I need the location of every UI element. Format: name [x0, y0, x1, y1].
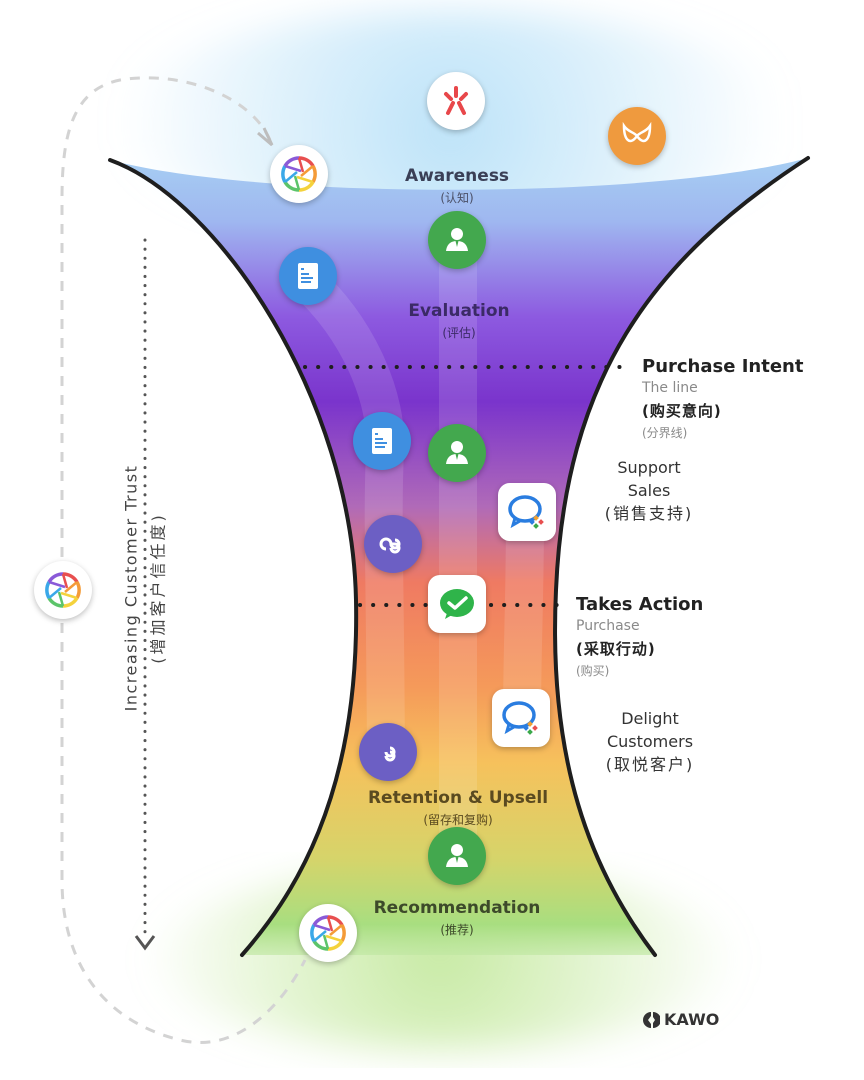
support-sales-line2: Sales	[627, 481, 671, 500]
trust-axis-zh: (增加客户信任度)	[148, 512, 168, 664]
purchase-intent-sub: The line	[642, 380, 698, 396]
kawo-logo-text: KAWO	[664, 1010, 720, 1029]
funnel-left-edge	[108, 158, 359, 957]
mini-program-icon	[364, 515, 422, 573]
weibo-icon	[427, 72, 485, 130]
document-icon	[353, 412, 411, 470]
aperture-icon	[299, 904, 357, 962]
stage-recommendation-zh: (推荐)	[440, 923, 474, 937]
stage-retention-zh: (留存和复购)	[423, 813, 493, 827]
document-icon	[279, 247, 337, 305]
stage-awareness-zh: (认知)	[440, 191, 474, 205]
stage-retention-title: Retention & Upsell	[367, 788, 549, 808]
user-icon	[428, 211, 486, 269]
user-icon	[428, 827, 486, 885]
user-icon	[428, 424, 486, 482]
stage-recommendation-title: Recommendation	[373, 898, 541, 918]
takes-action-title: Takes Action	[576, 594, 704, 615]
takes-action-zh: (采取行动)	[576, 640, 656, 658]
support-sales-label: Support Sales (销售支持)	[605, 456, 694, 525]
mini-program-icon	[359, 723, 417, 781]
support-sales-line1: Support	[617, 458, 681, 477]
stage-evaluation-title: Evaluation	[408, 301, 510, 321]
delight-customers-label: Delight Customers (取悦客户)	[606, 707, 695, 776]
funnel-right-edge	[553, 156, 810, 957]
delight-customers-zh: (取悦客户)	[605, 755, 695, 774]
stage-recommendation: Recommendation (推荐)	[374, 898, 541, 938]
stage-awareness-title: Awareness	[404, 166, 510, 186]
wechat-icon	[428, 575, 486, 633]
wecom-icon	[492, 689, 550, 747]
trust-axis-en: Increasing Customer Trust	[121, 464, 141, 712]
trust-arrowhead	[134, 935, 156, 951]
aperture-icon	[270, 145, 328, 203]
takes-action-label: Takes Action Purchase (采取行动) (购买)	[576, 594, 703, 679]
loop-dashed-arrow	[60, 76, 307, 1044]
purchase-intent-label: Purchase Intent The line (购买意向) (分界线)	[642, 356, 803, 441]
support-sales-zh: (销售支持)	[604, 504, 694, 523]
lemon-icon	[608, 107, 666, 165]
trust-axis-label: Increasing Customer Trust (增加客户信任度)	[122, 465, 169, 712]
wecom-icon	[498, 483, 556, 541]
delight-customers-line1: Delight	[621, 709, 679, 728]
takes-action-sub: Purchase	[576, 618, 640, 634]
stage-evaluation-zh: (评估)	[442, 326, 476, 340]
stage-evaluation: Evaluation (评估)	[408, 301, 509, 341]
kawo-logo-icon	[643, 1011, 660, 1028]
purchase-intent-zh2: (分界线)	[642, 426, 688, 440]
delight-customers-line2: Customers	[606, 732, 694, 751]
kawo-logo: KAWO	[642, 1010, 719, 1029]
takes-action-zh2: (购买)	[576, 664, 610, 678]
aperture-icon	[34, 561, 92, 619]
stage-retention: Retention & Upsell (留存和复购)	[368, 788, 548, 828]
purchase-intent-zh: (购买意向)	[642, 402, 722, 420]
funnel-body	[110, 158, 808, 955]
purchase-intent-title: Purchase Intent	[642, 356, 804, 377]
stage-awareness: Awareness (认知)	[405, 166, 509, 206]
